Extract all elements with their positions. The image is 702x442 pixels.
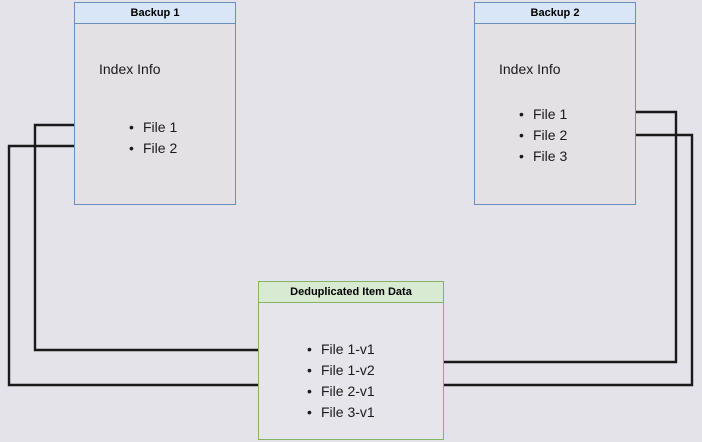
list-item[interactable]: File 2 (129, 138, 177, 159)
deduplicated-item-data-title: Deduplicated Item Data (259, 282, 443, 303)
list-item[interactable]: File 2-v1 (307, 381, 375, 402)
deduplicated-item-data-box[interactable]: Deduplicated Item Data File 1-v1 File 1-… (258, 281, 444, 440)
backup-1-box[interactable]: Backup 1 Index Info File 1 File 2 (74, 2, 236, 205)
list-item[interactable]: File 3 (519, 146, 567, 167)
list-item[interactable]: File 1-v2 (307, 360, 375, 381)
backup-1-index-label: Index Info (99, 61, 161, 77)
list-item[interactable]: File 1-v1 (307, 339, 375, 360)
backup-2-file-list: File 1 File 2 File 3 (519, 104, 567, 167)
list-item[interactable]: File 1 (129, 117, 177, 138)
backup-1-title: Backup 1 (75, 3, 235, 24)
deduplicated-file-list: File 1-v1 File 1-v2 File 2-v1 File 3-v1 (307, 339, 375, 423)
backup-1-file-list: File 1 File 2 (129, 117, 177, 159)
list-item[interactable]: File 3-v1 (307, 402, 375, 423)
backup-2-index-label: Index Info (499, 61, 561, 77)
backup-2-box[interactable]: Backup 2 Index Info File 1 File 2 File 3 (474, 2, 636, 205)
list-item[interactable]: File 1 (519, 104, 567, 125)
backup-2-title: Backup 2 (475, 3, 635, 24)
list-item[interactable]: File 2 (519, 125, 567, 146)
